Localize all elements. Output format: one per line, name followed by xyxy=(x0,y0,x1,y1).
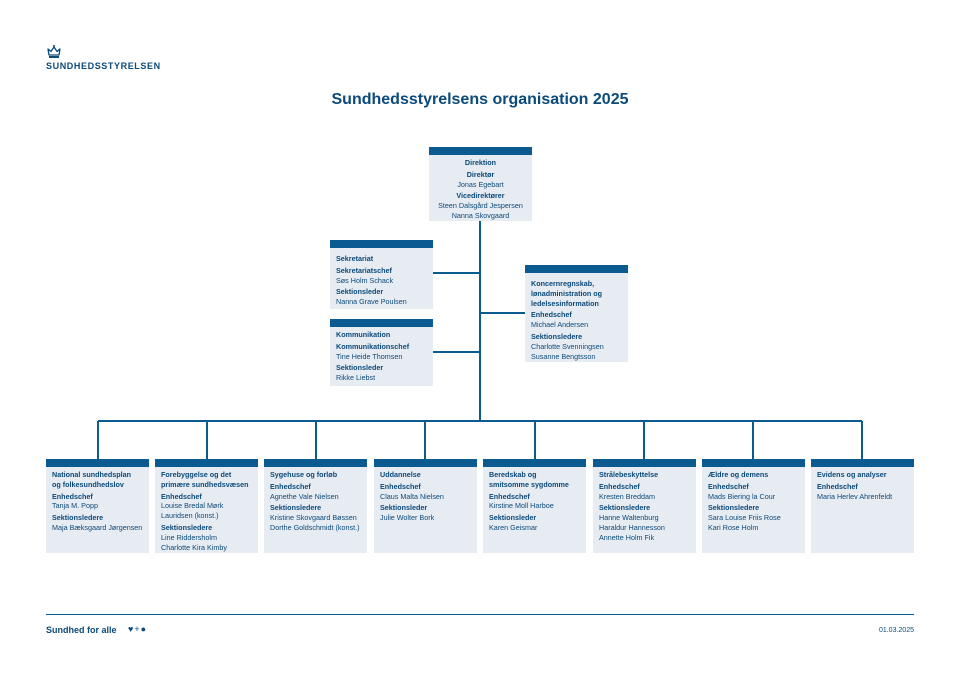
person-name: Rikke Liebst xyxy=(336,373,376,383)
role-title: Sektionsledere xyxy=(599,503,651,513)
org-box-kommunikation: Kommunikation Kommunikationschef Tine He… xyxy=(330,319,433,386)
brand-logo: SUNDHEDSSTYRELSEN xyxy=(46,44,166,71)
person-name: Kirstine Moll Harboe xyxy=(489,501,554,511)
org-box-header: Kommunikation xyxy=(336,330,391,339)
org-box-koncernregnskab: Koncernregnskab, lønadministration og le… xyxy=(525,265,628,362)
org-box-unit-beredskab: Beredskab og smitsomme sygdomme Enhedsch… xyxy=(483,459,586,553)
role-title: Sektionsledere xyxy=(708,503,760,513)
person-name: Sara Louise Friis Rose xyxy=(708,513,781,523)
person-name: Kari Rose Holm xyxy=(708,522,759,532)
person-name: Claus Malta Nielsen xyxy=(380,491,444,501)
org-box-header: Evidens og analyser xyxy=(817,470,887,479)
person-name: Kristine Skovgaard Bøssen xyxy=(270,513,357,523)
person-name: Mads Biering la Cour xyxy=(708,491,776,501)
role-title: Sektionsleder xyxy=(336,287,384,297)
person-name: Susanne Bengtsson xyxy=(531,351,596,361)
footer-tagline: Sundhed for alle xyxy=(46,625,117,635)
crown-icon xyxy=(47,45,61,58)
org-box-header: Sekretariat xyxy=(336,254,374,263)
person-name: Søs Holm Schack xyxy=(336,275,394,285)
person-name: Dorthe Goldschmidt (konst.) xyxy=(270,522,360,532)
org-box-header: Sygehuse og forløb xyxy=(270,470,338,479)
role-title: Sektionsleder xyxy=(336,363,384,373)
person-name: Michael Andersen xyxy=(531,320,589,330)
page-title: Sundhedsstyrelsens organisation 2025 xyxy=(331,91,629,108)
role-title: Enhedschef xyxy=(531,310,572,320)
person-name: Jonas Egebart xyxy=(457,179,504,189)
role-title: Sektionsledere xyxy=(161,522,213,532)
role-title: Enhedschef xyxy=(599,481,640,491)
org-box-unit-forebyggelse: Forebyggelse og det primære sundhedsvæse… xyxy=(155,459,258,553)
person-name: Hanne Waltenburg xyxy=(599,513,659,523)
role-title: Enhedschef xyxy=(380,481,421,491)
role-title: Sektionsleder xyxy=(489,513,537,523)
org-box-unit-straalebeskyttelse: Strålebeskyttelse Enhedschef Kresten Bre… xyxy=(593,459,696,553)
org-box-header: Koncernregnskab, lønadministration og le… xyxy=(531,279,603,308)
heart-plus-dot-icon: ♥+● xyxy=(128,624,148,634)
person-name: Charlotte Svenningsen xyxy=(531,341,604,351)
role-title: Sektionsledere xyxy=(531,331,583,341)
role-title: Sektionsledere xyxy=(52,513,104,523)
org-box-header: Beredskab og smitsomme sygdomme xyxy=(489,470,569,489)
role-title: Sekretariatschef xyxy=(336,265,392,275)
person-name: Agnethe Vale Nielsen xyxy=(270,491,339,501)
brand-wordmark: SUNDHEDSSTYRELSEN xyxy=(46,61,161,71)
role-title: Sektionsleder xyxy=(380,503,428,513)
person-name: Karen Geismar xyxy=(489,522,538,532)
role-title: Enhedschef xyxy=(708,481,749,491)
role-title: Kommunikationschef xyxy=(336,341,410,351)
person-name: Nanna Grave Poulsen xyxy=(336,297,407,307)
person-name: Louise Bredal Mørk xyxy=(161,501,224,511)
org-box-header: Uddannelse xyxy=(380,470,421,479)
org-box-unit-national-sundhedsplan: National sundhedsplan og folkesundhedslo… xyxy=(46,459,149,553)
role-title: Vicedirektører xyxy=(456,191,505,201)
org-box-header: Direktion xyxy=(464,158,497,167)
person-name: Steen Dalsgård Jespersen xyxy=(438,201,523,211)
role-title: Enhedschef xyxy=(817,481,858,491)
person-name: Tine Heide Thomsen xyxy=(336,351,403,361)
org-box-unit-evidens-analyser: Evidens og analyser Enhedschef Maria Her… xyxy=(811,459,914,553)
person-name: Kresten Breddam xyxy=(599,491,655,501)
footer-divider xyxy=(46,614,914,615)
role-title: Enhedschef xyxy=(489,491,530,501)
person-name: Maja Bæksgaard Jørgensen xyxy=(52,522,143,532)
org-box-unit-uddannelse: Uddannelse Enhedschef Claus Malta Nielse… xyxy=(374,459,477,553)
org-box-unit-aeldre-demens: Ældre og demens Enhedschef Mads Biering … xyxy=(702,459,805,553)
person-name: Nanna Skovgaard xyxy=(451,210,510,220)
org-box-header: Strålebeskyttelse xyxy=(599,470,659,479)
person-name: Maria Herlev Ahrenfeldt xyxy=(817,491,893,501)
person-name: Lauridsen (konst.) xyxy=(161,511,219,521)
role-title: Enhedschef xyxy=(161,491,202,501)
org-box-header: Ældre og demens xyxy=(708,470,769,479)
person-name: Haraldur Hannesson xyxy=(599,522,665,532)
role-title: Direktør xyxy=(466,169,495,179)
person-name: Line Riddersholm xyxy=(161,532,217,542)
role-title: Enhedschef xyxy=(270,481,311,491)
person-name: Julie Wolter Bork xyxy=(380,513,435,523)
org-box-header: Forebyggelse og det primære sundhedsvæse… xyxy=(161,470,249,489)
org-box-sekretariat: Sekretariat Sekretariatschef Søs Holm Sc… xyxy=(330,240,433,309)
footer-date: 01.03.2025 xyxy=(878,627,914,634)
person-name: Charlotte Kira Kimby xyxy=(161,542,227,552)
person-name: Tanja M. Popp xyxy=(52,501,98,511)
org-box-direktion: Direktion Direktør Jonas Egebart Vicedir… xyxy=(429,147,532,221)
org-box-unit-sygehuse: Sygehuse og forløb Enhedschef Agnethe Va… xyxy=(264,459,367,553)
role-title: Sektionsledere xyxy=(270,503,322,513)
role-title: Enhedschef xyxy=(52,491,93,501)
org-box-header: National sundhedsplan og folkesundhedslo… xyxy=(52,470,132,489)
person-name: Annette Holm Fik xyxy=(599,532,655,542)
